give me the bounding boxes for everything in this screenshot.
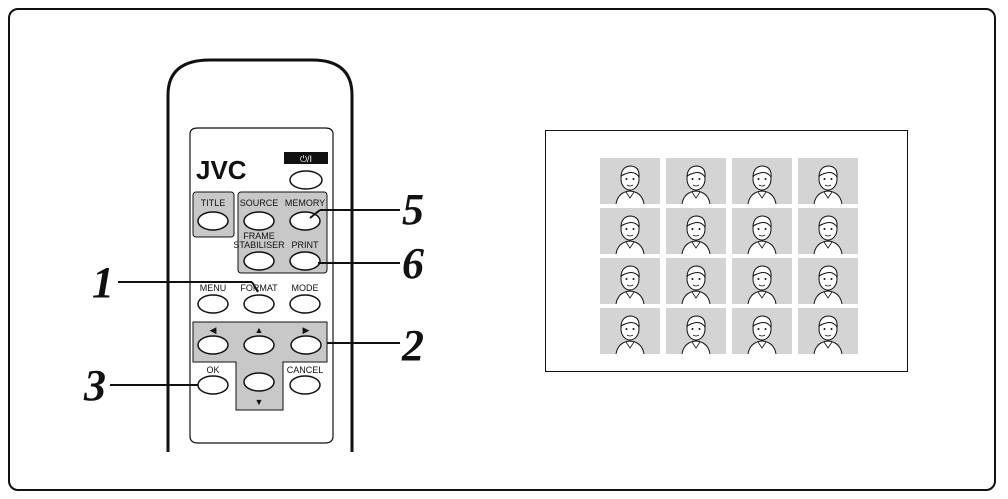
ok-button-label: OK [206, 365, 219, 375]
print-button[interactable] [289, 251, 321, 271]
portrait-thumbnail [666, 308, 726, 354]
portrait-thumbnail [732, 308, 792, 354]
up-arrow-icon: ▲ [255, 325, 264, 335]
portrait-face-icon [813, 165, 843, 204]
cancel-button[interactable] [289, 375, 321, 395]
print-button-label: PRINT [292, 240, 320, 250]
source-button-label: SOURCE [240, 198, 279, 208]
portrait-thumbnail [600, 158, 660, 204]
portrait-thumbnail [666, 208, 726, 254]
format-button[interactable] [243, 294, 275, 314]
portrait-thumbnail [666, 258, 726, 304]
portrait-thumbnail [798, 158, 858, 204]
portrait-thumbnail [732, 158, 792, 204]
portrait-face-icon [681, 215, 711, 254]
callout-line-1-tick [251, 281, 259, 293]
power-label: ⏻/I [300, 154, 312, 164]
left-button[interactable] [197, 335, 229, 355]
portrait-face-icon [747, 315, 777, 354]
portrait-face-icon [615, 165, 645, 204]
up-button[interactable] [243, 335, 275, 355]
callout-number-1: 1 [92, 258, 114, 307]
jvc-logo: JVC [196, 155, 247, 185]
frame-stabiliser-label-line1: FRAME [243, 231, 275, 241]
title-button[interactable] [197, 211, 229, 231]
callout-number-6: 6 [402, 239, 424, 288]
portrait-thumbnail [600, 208, 660, 254]
mode-button[interactable] [289, 294, 321, 314]
frame-stabiliser-button[interactable] [243, 251, 275, 271]
down-arrow-icon: ▼ [255, 397, 264, 407]
portrait-face-icon [747, 265, 777, 304]
remote-body-outline [166, 58, 354, 452]
portrait-thumbnail [600, 308, 660, 354]
power-label-box [284, 152, 328, 164]
title-button-label: TITLE [201, 198, 226, 208]
right-button[interactable] [290, 335, 322, 355]
format-button-label: FORMAT [240, 283, 278, 293]
remote-inner-panel [189, 127, 334, 444]
callout-line-5-tick [309, 209, 321, 219]
portrait-face-icon [681, 315, 711, 354]
menu-button-label: MENU [200, 283, 227, 293]
menu-button[interactable] [197, 294, 229, 314]
down-button[interactable] [243, 372, 275, 392]
callout-number-2: 2 [401, 321, 424, 370]
frame-stabiliser-label-line2: STABILISER [233, 240, 285, 250]
portrait-thumbnail [798, 258, 858, 304]
portrait-face-icon [747, 165, 777, 204]
portrait-thumbnail [798, 208, 858, 254]
left-arrow-icon: ◀ [210, 325, 217, 335]
ok-button[interactable] [197, 375, 229, 395]
memory-button-label: MEMORY [285, 198, 325, 208]
portrait-thumbnail [600, 258, 660, 304]
portrait-thumbnail [732, 208, 792, 254]
right-arrow-icon: ▶ [303, 325, 310, 335]
diagram-frame [8, 8, 996, 491]
portrait-face-icon [681, 165, 711, 204]
source-button[interactable] [243, 211, 275, 231]
portrait-face-icon [813, 215, 843, 254]
callout-number-5: 5 [402, 185, 424, 234]
portrait-face-icon [813, 265, 843, 304]
portrait-thumbnail [666, 158, 726, 204]
callout-number-3: 3 [83, 361, 106, 410]
portrait-thumbnail [798, 308, 858, 354]
cancel-button-label: CANCEL [287, 365, 324, 375]
portrait-face-icon [681, 265, 711, 304]
portrait-face-icon [813, 315, 843, 354]
mode-button-label: MODE [292, 283, 319, 293]
portrait-face-icon [615, 315, 645, 354]
portrait-thumbnail [732, 258, 792, 304]
portrait-face-icon [747, 215, 777, 254]
multi-frame-preview-screen [545, 130, 908, 372]
portrait-face-icon [615, 265, 645, 304]
power-button[interactable] [289, 170, 323, 190]
portrait-face-icon [615, 215, 645, 254]
